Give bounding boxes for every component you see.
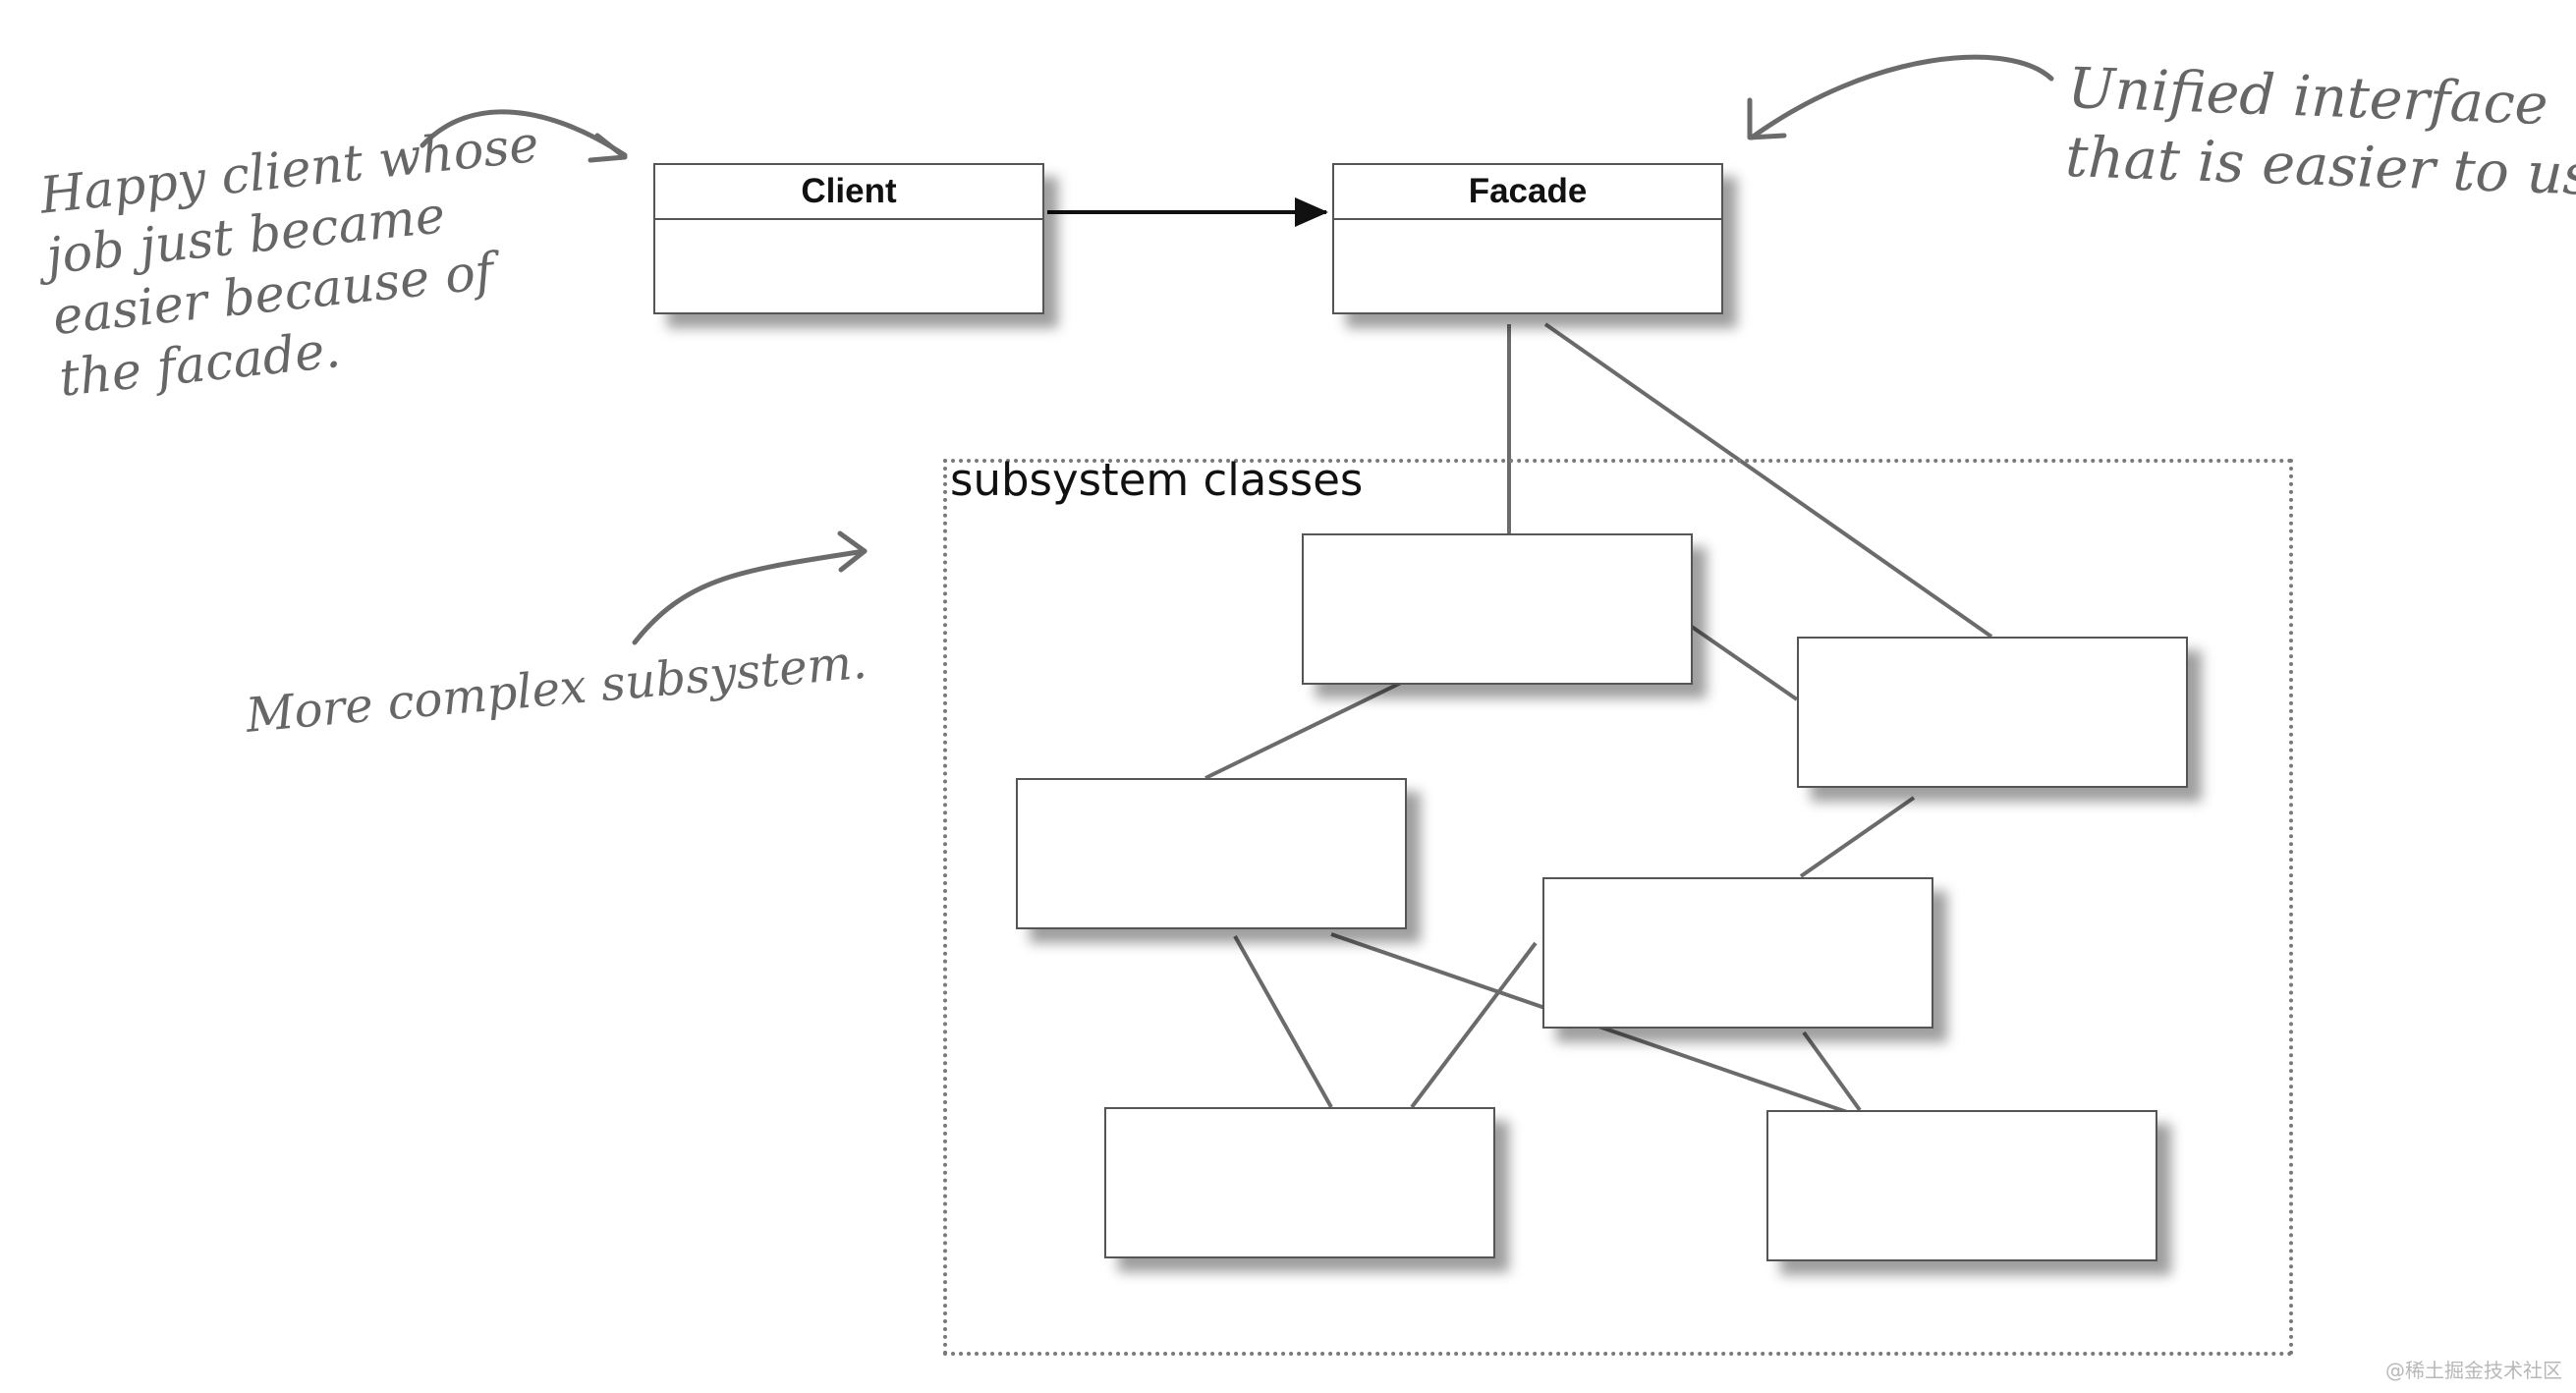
arrowhead-icon — [837, 530, 868, 573]
happy-client-note: Happy client whose job just became easie… — [37, 115, 542, 409]
subsystem-link — [1410, 941, 1538, 1109]
watermark: @稀土掘金技术社区 — [2385, 1359, 2562, 1382]
subsystem-link — [1233, 935, 1333, 1108]
facade-class-box: Facade — [1332, 163, 1723, 314]
arrowhead-icon — [1295, 197, 1328, 227]
subsystem-link — [1204, 681, 1402, 780]
arrowhead-icon — [1747, 97, 1787, 140]
arrowhead-icon — [588, 133, 628, 163]
subsystem-link — [1690, 625, 1799, 701]
unified-interface-note: Unified interface that is easier to use. — [2064, 55, 2576, 209]
subsystem-class-box — [1016, 778, 1407, 929]
annotation-arrow-client — [420, 109, 628, 158]
subsystem-class-box — [1542, 877, 1933, 1029]
subsystem-class-box — [1797, 637, 2188, 788]
annotation-arrow-facade — [1749, 54, 2054, 140]
client-class-title: Client — [655, 165, 1042, 220]
subsystem-link — [1802, 1031, 1862, 1112]
facade-to-subsystem-class-2 — [1543, 322, 1993, 639]
subsystem-class-box — [1766, 1110, 2157, 1261]
facade-class-title: Facade — [1334, 165, 1721, 220]
subsystem-class-box — [1302, 533, 1693, 685]
subsystem-link — [1799, 796, 1916, 878]
client-class-box: Client — [653, 163, 1044, 314]
annotation-arrow-subsystem — [632, 548, 868, 645]
subsystem-label: subsystem classes — [950, 454, 1364, 506]
subsystem-class-box — [1104, 1107, 1495, 1258]
subsystem-boundary — [943, 459, 2293, 1356]
